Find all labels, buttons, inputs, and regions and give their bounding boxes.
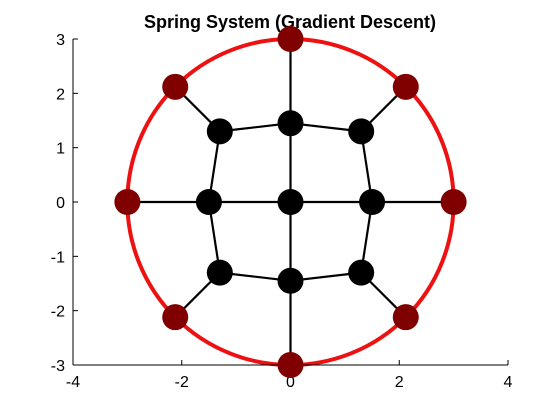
x-tick-label-2: 0 bbox=[286, 374, 295, 391]
y-tick-label-1: -2 bbox=[51, 304, 65, 321]
x-tick-label-3: 2 bbox=[395, 374, 404, 391]
fixed-node-5 bbox=[162, 304, 189, 331]
y-tick-label-0: -3 bbox=[51, 358, 65, 375]
free-node-1 bbox=[277, 110, 304, 137]
fixed-node-1 bbox=[392, 73, 419, 100]
nodes-layer bbox=[114, 26, 467, 378]
fixed-node-4 bbox=[277, 352, 304, 378]
free-node-8 bbox=[206, 118, 233, 145]
y-tick-label-2: -1 bbox=[51, 249, 65, 266]
fixed-node-3 bbox=[392, 304, 419, 331]
free-node-3 bbox=[277, 267, 304, 294]
x-tick-label-4: 4 bbox=[504, 374, 513, 391]
y-tick-label-3: 0 bbox=[56, 195, 65, 212]
free-node-0 bbox=[277, 189, 304, 215]
fixed-node-0 bbox=[277, 26, 304, 52]
y-tick-label-4: 1 bbox=[56, 141, 65, 158]
fixed-node-2 bbox=[440, 189, 467, 215]
free-node-2 bbox=[359, 189, 386, 215]
y-tick-label-5: 2 bbox=[56, 86, 65, 103]
chart-title: Spring System (Gradient Descent) bbox=[144, 12, 436, 32]
free-node-6 bbox=[348, 259, 375, 286]
free-node-7 bbox=[206, 259, 233, 286]
y-tick-label-6: 3 bbox=[56, 32, 65, 49]
free-node-5 bbox=[348, 118, 375, 145]
fixed-node-7 bbox=[162, 73, 189, 100]
free-node-4 bbox=[195, 189, 222, 215]
x-tick-label-0: -4 bbox=[66, 374, 80, 391]
fixed-node-6 bbox=[114, 189, 141, 215]
x-tick-label-1: -2 bbox=[175, 374, 189, 391]
